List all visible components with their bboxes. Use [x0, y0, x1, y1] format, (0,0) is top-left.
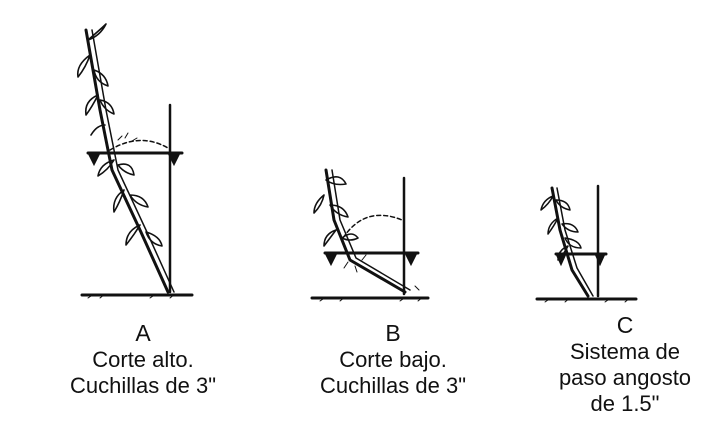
caption-panel-a: A Corte alto. Cuchillas de 3" [18, 320, 268, 399]
plant-leaves-b [313, 176, 359, 247]
panel-b-line2: Cuchillas de 3" [320, 373, 466, 399]
panel-c-line1: Sistema de [569, 339, 681, 365]
plant-stalk-b [324, 168, 407, 294]
cutter-blade-right-c [594, 253, 606, 267]
panel-a-line1: Corte alto. [92, 347, 194, 373]
cutter-blade-left-b [324, 252, 338, 267]
cutting-arc-a [109, 139, 169, 151]
plant-stalk-a [84, 28, 170, 294]
panel-b-illustration [310, 168, 430, 302]
caption-panel-c: C Sistema de paso angosto de 1.5" [525, 312, 701, 417]
cutter-blade-right-b [404, 252, 418, 267]
panel-a-line2: Cuchillas de 3" [70, 373, 216, 399]
plant-leaves-c [540, 195, 582, 261]
panel-b-line1: Corte bajo. [339, 347, 447, 373]
caption-panel-b: B Corte bajo. Cuchillas de 3" [268, 320, 518, 399]
panel-c-line3: de 1.5" [590, 391, 660, 417]
panel-a-letter: A [135, 320, 151, 346]
plant-leaves-a [76, 23, 163, 247]
cutter-blade-right-a [167, 152, 181, 167]
panel-c-letter: C [616, 312, 634, 338]
panel-a-illustration [76, 23, 194, 299]
panel-b-letter: B [385, 320, 401, 346]
panel-c-illustration [535, 184, 638, 303]
cutter-blade-left-a [87, 152, 101, 167]
panel-c-line2: paso angosto [558, 365, 692, 391]
cutting-arc-b [342, 214, 403, 239]
plant-stalk-c [550, 186, 590, 298]
